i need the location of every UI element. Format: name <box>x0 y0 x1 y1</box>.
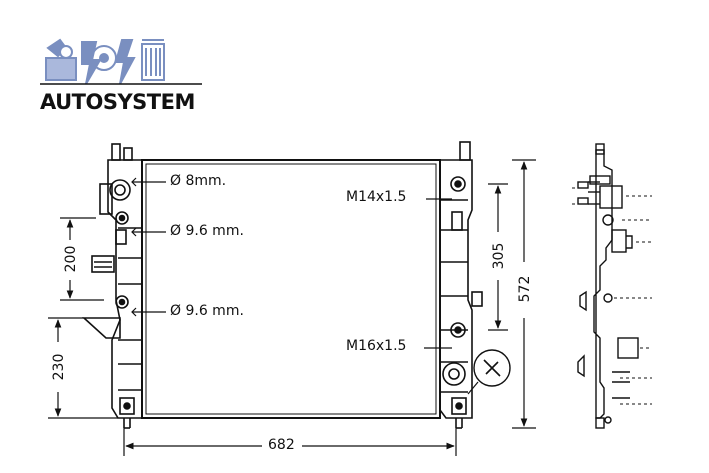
dimension-height-left-lower: 230 <box>51 353 67 381</box>
dimension-height-right: 305 <box>491 242 507 270</box>
callout-inlet-mid: Ø 9.6 mm. <box>170 223 244 239</box>
dimension-lines <box>48 159 536 456</box>
logo-text: AUTOSYSTEM <box>40 90 195 114</box>
callout-thread-top: M14x1.5 <box>346 189 407 205</box>
callout-inlet-low: Ø 9.6 mm. <box>170 303 244 319</box>
dimension-height-left-upper: 200 <box>63 245 79 273</box>
logo-mark <box>40 38 202 85</box>
callout-inlet-upper: Ø 8mm. <box>170 173 227 189</box>
dimension-height-total: 572 <box>517 275 533 303</box>
radiator-side-view <box>572 143 652 429</box>
radiator-front-view <box>81 141 483 429</box>
dimension-width: 682 <box>268 437 295 453</box>
callout-leaders <box>131 177 511 395</box>
callout-thread-bottom: M16x1.5 <box>346 338 407 354</box>
